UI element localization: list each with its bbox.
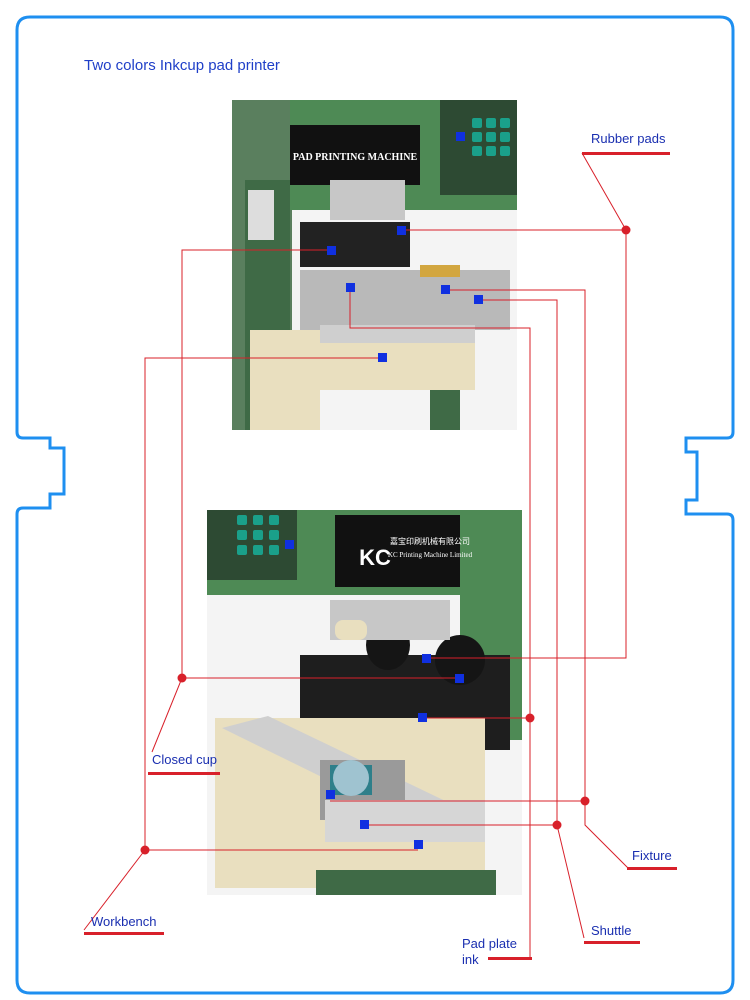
label-fixture: Fixture xyxy=(632,848,672,863)
brand-logo-text: KC xyxy=(359,545,391,570)
marker-square xyxy=(441,285,450,294)
underline-workbench xyxy=(84,932,164,935)
bottom-button-grid xyxy=(237,515,279,555)
marker-square xyxy=(397,226,406,235)
marker-square xyxy=(360,820,369,829)
marker-square xyxy=(455,674,464,683)
marker-square xyxy=(418,713,427,722)
junction-dot xyxy=(621,225,631,235)
label-workbench: Workbench xyxy=(91,914,157,929)
underline-fixture xyxy=(627,867,677,870)
leader-shuttle xyxy=(478,299,585,939)
marker-square xyxy=(474,295,483,304)
marker-square xyxy=(326,790,335,799)
underline-rubber-pads xyxy=(582,152,670,155)
marker-square xyxy=(378,353,387,362)
marker-square xyxy=(346,283,355,292)
leader-rubber-pads-lower xyxy=(425,230,627,659)
leader-pad-plate-ink xyxy=(349,288,531,958)
brand-english-text: KC Printing Machine Limited xyxy=(388,551,473,559)
bottom-machine-photo xyxy=(207,510,522,895)
label-closed-cup: Closed cup xyxy=(152,752,218,767)
marker-square xyxy=(456,132,465,141)
junction-dot xyxy=(552,820,562,830)
leader-fixture xyxy=(446,289,629,869)
marker-square xyxy=(327,246,336,255)
label-pad-plate-ink-line2: ink xyxy=(462,952,479,967)
underline-shuttle xyxy=(584,941,640,944)
marker-square xyxy=(422,654,431,663)
junction-dot xyxy=(580,796,590,806)
marker-square xyxy=(414,840,423,849)
leader-workbench xyxy=(83,357,382,931)
brand-chinese-text: 嘉宝印刷机械有限公司 xyxy=(390,536,470,546)
underline-closed-cup xyxy=(148,772,220,775)
label-rubber-pads: Rubber pads xyxy=(591,131,666,146)
leader-closed-cup xyxy=(151,249,330,753)
label-pad-plate-ink-line1: Pad plate xyxy=(462,936,517,951)
frame-border xyxy=(15,15,735,995)
marker-square xyxy=(285,540,294,549)
label-shuttle: Shuttle xyxy=(591,923,632,938)
underline-pad-plate-ink xyxy=(488,957,532,960)
top-button-grid xyxy=(472,118,510,156)
top-panel-text: PAD PRINTING MACHINE xyxy=(293,152,418,163)
diagram-title: Two colors Inkcup pad printer xyxy=(84,57,280,74)
junction-dot xyxy=(140,845,150,855)
junction-dot xyxy=(525,713,535,723)
junction-dot xyxy=(177,673,187,683)
